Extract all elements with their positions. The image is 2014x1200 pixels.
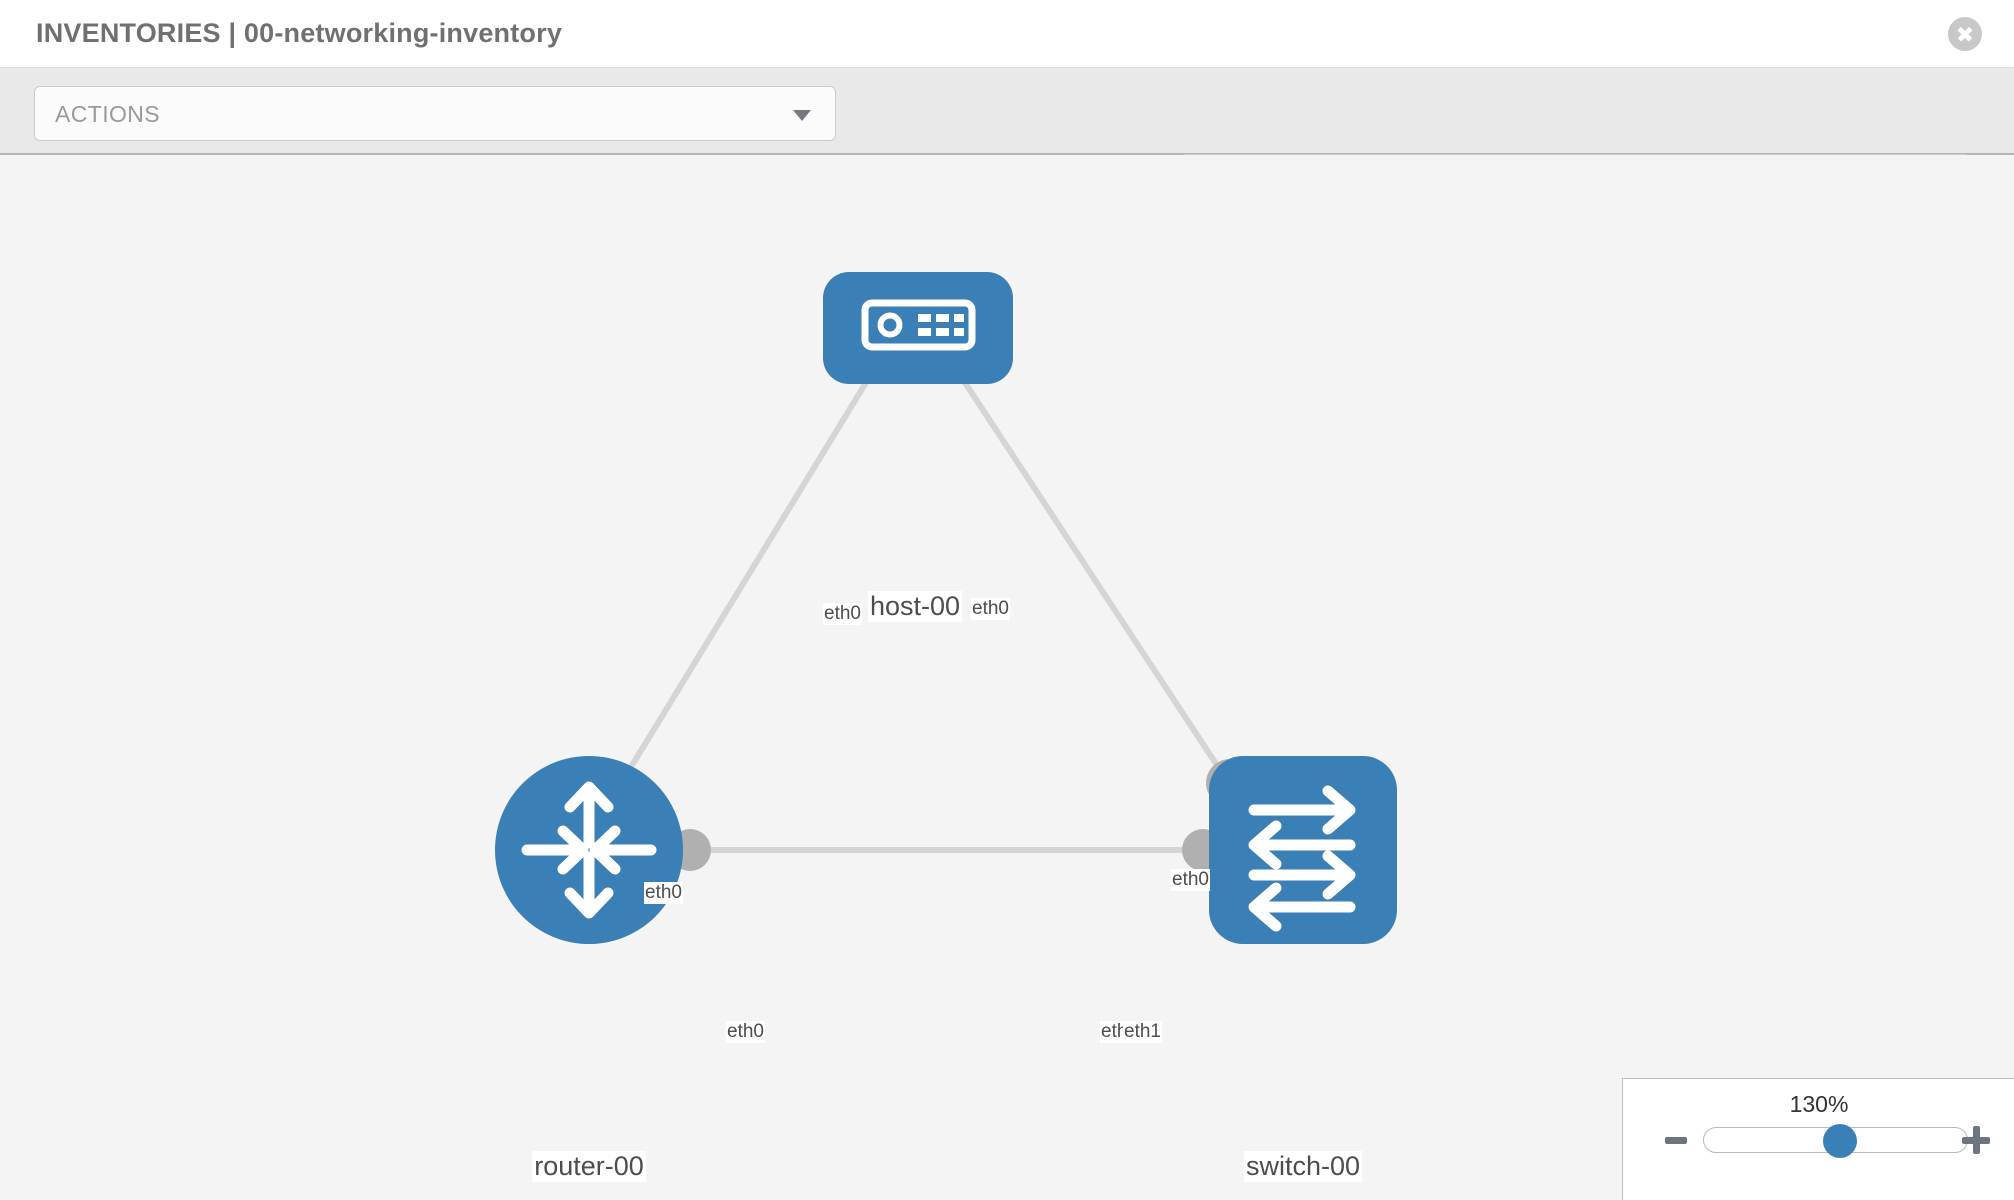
iface-label-router-right: eth0 xyxy=(726,1021,765,1043)
zoom-slider-thumb[interactable] xyxy=(1823,1124,1858,1158)
zoom-in-button[interactable] xyxy=(1962,1126,1990,1154)
zoom-control-panel: 130% xyxy=(1622,1078,2014,1200)
iface-label-switch-up: eth0 xyxy=(1171,869,1210,891)
iface-label-host-left: eth0 xyxy=(823,603,862,625)
node-label-router-00: router-00 xyxy=(532,1151,646,1182)
node-label-switch-00: switch-00 xyxy=(1243,1151,1363,1182)
zoom-level-value: 130% xyxy=(1789,1091,1849,1117)
topology-canvas[interactable]: host-00 router-00 switch-00 eth0 eth0 et… xyxy=(0,155,2014,1200)
link-host-switch xyxy=(949,360,1233,788)
iface-label-router-up: eth0 xyxy=(644,882,683,904)
chevron-down-icon xyxy=(793,110,811,121)
page-title: INVENTORIES | 00-networking-inventory xyxy=(36,18,563,48)
switch-arrows-icon xyxy=(1248,785,1356,932)
toolbar: ACTIONS SEARCH xyxy=(0,68,2014,209)
page-header: INVENTORIES | 00-networking-inventory xyxy=(0,0,2014,68)
actions-dropdown[interactable]: ACTIONS xyxy=(34,86,836,141)
close-icon[interactable] xyxy=(1948,17,1982,51)
topology-graph xyxy=(495,272,1397,944)
router-arrows-icon xyxy=(521,781,657,919)
zoom-out-button[interactable] xyxy=(1665,1137,1687,1144)
iface-label-host-right: eth0 xyxy=(971,598,1010,620)
actions-dropdown-label: ACTIONS xyxy=(55,101,161,127)
node-label-host-00: host-00 xyxy=(867,591,963,622)
iface-label-switch-left-b: eth1 xyxy=(1123,1021,1162,1043)
server-icon xyxy=(861,299,976,351)
link-host-router xyxy=(617,360,881,788)
node-host-00 xyxy=(823,272,1013,384)
topology-links xyxy=(617,360,1233,853)
node-switch-00 xyxy=(1209,756,1397,944)
node-router-00 xyxy=(495,756,683,944)
